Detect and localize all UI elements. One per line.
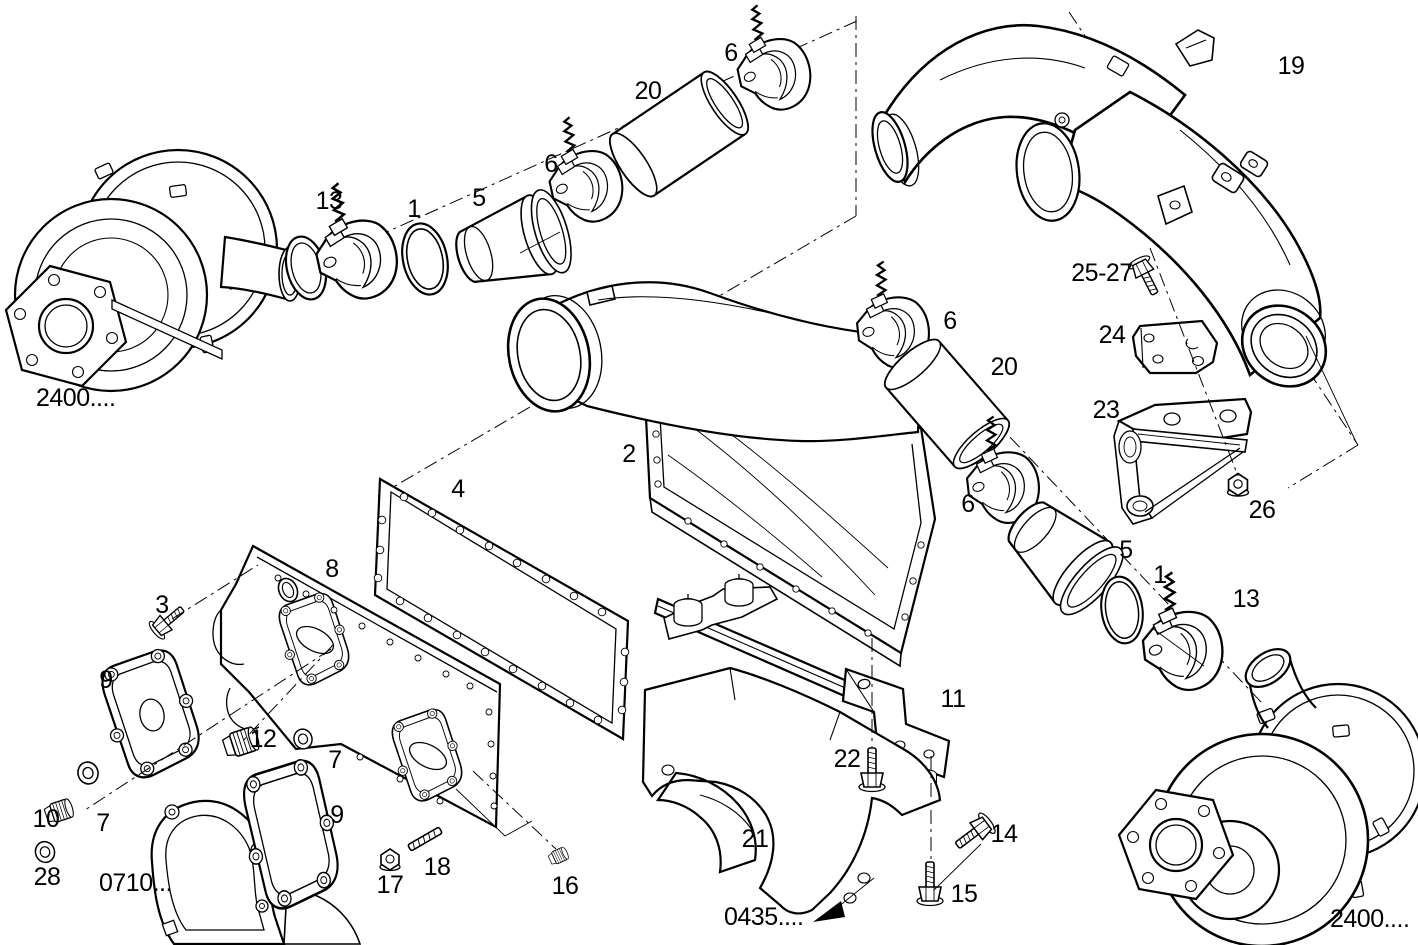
rubber-mount-left — [673, 593, 703, 627]
callout-6-top: 6 — [724, 39, 737, 67]
ref-0435: 0435.... — [724, 903, 803, 931]
callout-2: 2 — [622, 440, 635, 468]
callout-3: 3 — [155, 591, 168, 619]
ref-0710: 0710... — [99, 869, 172, 897]
nut-26 — [1226, 472, 1250, 497]
support-strip — [111, 298, 223, 361]
cover-9-upper — [96, 643, 206, 784]
callout-20-left: 20 — [635, 77, 662, 105]
sleeve-20-left — [600, 64, 758, 204]
turbocharger-right — [1117, 648, 1418, 945]
housing-bolt-holes — [651, 404, 925, 637]
callout-15: 15 — [951, 880, 978, 908]
pipe-left-end — [871, 111, 909, 183]
nut-17 — [379, 848, 401, 872]
callout-23: 23 — [1093, 396, 1120, 424]
callout-11: 11 — [941, 685, 966, 713]
ref-2400-right: 2400.... — [1330, 905, 1409, 933]
pipe-front-port — [1015, 122, 1081, 222]
callout-9-upper: 9 — [99, 666, 112, 694]
callout-7-lower: 7 — [96, 809, 109, 837]
hose-5-left — [445, 184, 581, 302]
gasket-holes — [373, 492, 630, 725]
pipe-top-clip — [1174, 29, 1215, 67]
duct-top-tab — [586, 285, 616, 306]
callout-5-left: 5 — [472, 184, 485, 212]
callout-16: 16 — [552, 872, 579, 900]
flange-bolt-holes — [13, 273, 119, 379]
callout-labels: 6 20 6 5 1 13 19 25-27 24 23 26 6 20 6 5… — [33, 39, 1305, 908]
vband-lugs — [1256, 708, 1390, 899]
support-bracket-21 — [641, 666, 942, 915]
callout-1-left: 1 — [407, 195, 420, 223]
callout-13-left: 13 — [316, 187, 343, 215]
callout-26: 26 — [1249, 496, 1276, 524]
callout-13-right: 13 — [1233, 585, 1260, 613]
flange-bolt-holes — [1126, 797, 1226, 893]
callout-20-right: 20 — [991, 353, 1018, 381]
callout-8: 8 — [325, 555, 338, 583]
pipe-mounting-lugs — [1054, 55, 1269, 226]
callout-19: 19 — [1278, 52, 1305, 80]
inlet-stub — [1244, 648, 1292, 688]
oring-1-left — [394, 218, 456, 300]
washer-28 — [32, 838, 58, 866]
stud-18 — [407, 826, 443, 852]
callout-25-27: 25-27 — [1071, 259, 1132, 287]
air-intake-housing-2 — [506, 281, 937, 668]
callout-6-midleft: 6 — [544, 150, 557, 178]
callout-21: 21 — [742, 825, 769, 853]
plate-bolt-holes — [274, 574, 498, 810]
ref-2400-left: 2400.... — [36, 384, 115, 412]
bracket-23 — [1113, 397, 1253, 525]
callout-6-rightlow: 6 — [961, 490, 974, 518]
callout-24: 24 — [1099, 321, 1126, 349]
rubber-mount-right — [724, 573, 754, 607]
intake-plate-8 — [212, 544, 502, 829]
bolt-15 — [916, 861, 944, 907]
callout-6-righttop: 6 — [943, 307, 956, 335]
callout-9-lower: 9 — [330, 801, 343, 829]
cover-9-upper-dimple — [139, 698, 165, 732]
callout-18: 18 — [424, 853, 451, 881]
callout-4: 4 — [451, 475, 465, 503]
washer-7-lower — [74, 758, 102, 788]
callout-10: 10 — [33, 805, 60, 833]
callout-5-right: 5 — [1119, 536, 1132, 564]
housing-duct — [558, 281, 923, 443]
callout-14: 14 — [991, 820, 1018, 848]
callout-22: 22 — [834, 745, 861, 773]
turbocharger-left — [4, 148, 328, 393]
callout-1-right: 1 — [1153, 561, 1166, 589]
bracket-24 — [1131, 319, 1219, 375]
reference-codes: 2400.... 0710... 0435.... 2400.... — [36, 384, 1410, 933]
intake-pipe-19 — [871, 23, 1328, 388]
callout-12: 12 — [250, 725, 277, 753]
housing-inlet-port — [506, 297, 592, 413]
boundary-corner — [1287, 444, 1359, 489]
plug-16 — [546, 845, 571, 867]
callout-7-upper: 7 — [328, 746, 341, 774]
leader-lines — [84, 231, 1357, 908]
continuation-arrow-icon — [813, 901, 845, 922]
clamp-6-top — [729, 0, 815, 115]
pipe-right-end-ring — [1240, 289, 1328, 388]
callout-28: 28 — [34, 863, 61, 891]
callout-17: 17 — [377, 871, 404, 899]
gasket-4 — [373, 477, 630, 741]
